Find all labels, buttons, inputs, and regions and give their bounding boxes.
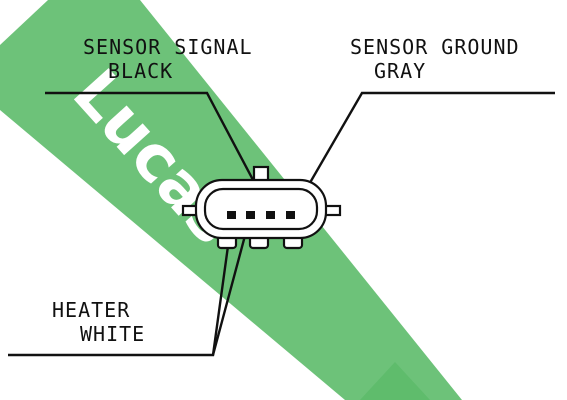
pin-heater-1 xyxy=(227,211,236,219)
heater-label: HEATER xyxy=(52,298,130,322)
connector-inner-frame xyxy=(203,187,319,231)
sensor-ground-label: SENSOR GROUND xyxy=(350,35,520,59)
pin-sensor-signal xyxy=(266,211,275,219)
heater-color: WHITE xyxy=(80,322,145,346)
sensor-ground-color: GRAY xyxy=(374,59,426,83)
sensor-ground-leader xyxy=(291,91,555,213)
pin-heater-2 xyxy=(246,211,255,219)
watermark-band-lower xyxy=(360,362,430,400)
connector xyxy=(181,165,342,250)
sensor-signal-leader xyxy=(45,91,272,213)
sensor-signal-label: SENSOR SIGNAL xyxy=(83,35,253,59)
heater-leader-pin2 xyxy=(211,216,252,356)
pin-sensor-ground xyxy=(286,211,295,219)
sensor-signal-color: BLACK xyxy=(108,59,173,83)
